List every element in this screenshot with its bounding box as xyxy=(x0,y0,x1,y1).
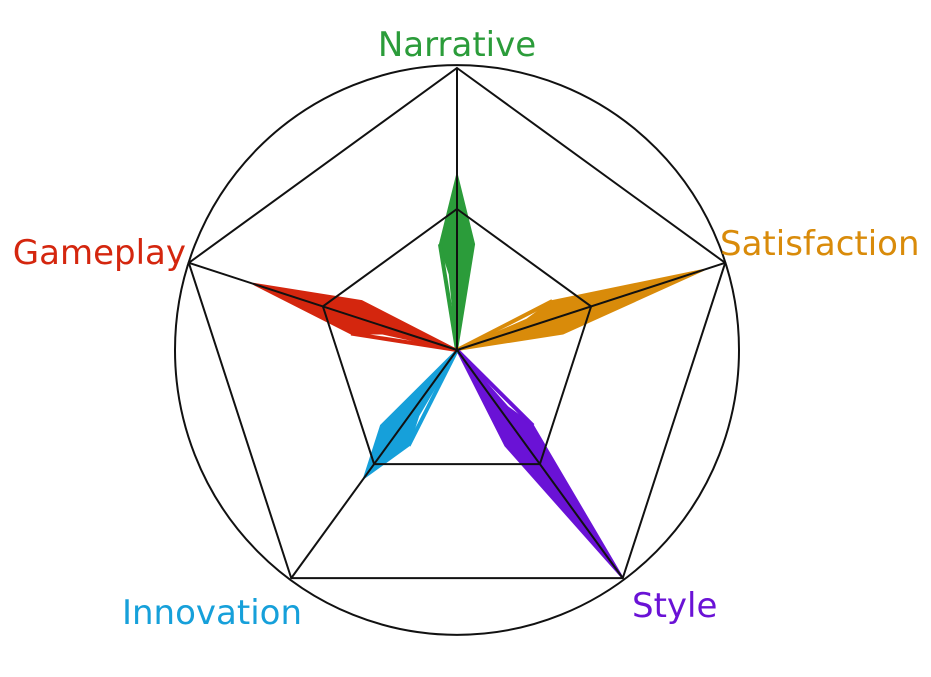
petal-stem-style xyxy=(455,348,535,427)
outer-circle xyxy=(174,64,740,636)
petal-stem-innovation xyxy=(406,349,459,447)
petal-stem-satisfaction xyxy=(456,299,554,352)
spoke-satisfaction xyxy=(456,261,726,351)
spoke-innovation xyxy=(290,349,458,579)
petals-layer xyxy=(252,174,705,579)
petal-stem-narrative xyxy=(437,243,459,351)
axis-label-style: Style xyxy=(632,586,717,626)
pentagon-ring-2 xyxy=(321,207,593,466)
spoke-gameplay xyxy=(188,261,458,351)
spoke-style xyxy=(456,349,624,579)
axis-label-innovation: Innovation xyxy=(122,593,302,633)
petal-stem-gameplay xyxy=(350,331,458,352)
axis-label-satisfaction: Satisfaction xyxy=(720,224,920,264)
pentagon-ring-1 xyxy=(187,66,727,580)
grid-layer xyxy=(174,64,740,636)
axis-label-narrative: Narrative xyxy=(378,25,536,65)
axis-label-gameplay: Gameplay xyxy=(13,233,186,273)
